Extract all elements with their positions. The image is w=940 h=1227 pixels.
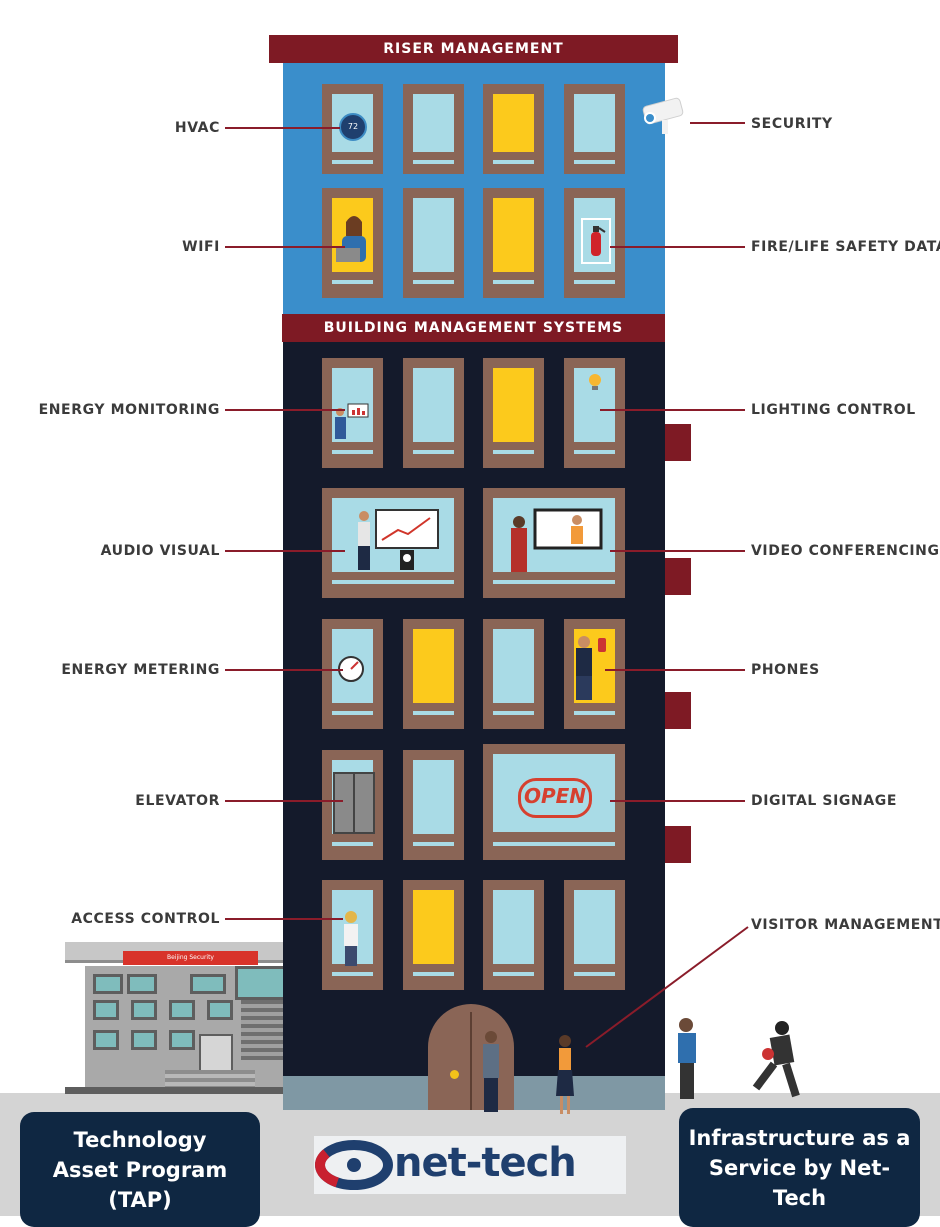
energy-monitor-icon	[332, 402, 372, 442]
window	[483, 188, 544, 298]
window	[564, 84, 625, 174]
label-audio-visual: AUDIO VISUAL	[100, 543, 220, 559]
label-fire-life-safety: FIRE/LIFE SAFETY DATA	[751, 239, 940, 255]
person-thief	[744, 1018, 808, 1102]
label-security: SECURITY	[751, 116, 833, 132]
person-security-guard	[668, 1016, 708, 1102]
visitor-leader-line	[585, 926, 749, 1048]
net-tech-swoosh-icon	[315, 1140, 393, 1190]
small-building-sign-text: Beijing Security	[167, 954, 214, 961]
wall-nub	[665, 558, 691, 595]
person-phone-icon	[572, 632, 612, 704]
riser-management-banner: RISER MANAGEMENT	[269, 35, 678, 63]
open-sign-text: OPEN	[523, 784, 587, 808]
window	[403, 358, 464, 468]
wall-nub	[665, 692, 691, 729]
window	[403, 188, 464, 298]
bms-title: BUILDING MANAGEMENT SYSTEMS	[323, 320, 624, 336]
iaas-box-text: Infrastructure as a Service by Net-Tech	[688, 1125, 911, 1210]
person-doorman	[478, 1030, 504, 1114]
window	[564, 880, 625, 990]
net-tech-logo-text: net-tech	[394, 1140, 577, 1186]
small-building: Beijing Security	[65, 942, 301, 1094]
presentation-chart-icon	[350, 506, 442, 572]
label-lighting-control: LIGHTING CONTROL	[751, 402, 916, 418]
leader-line	[610, 246, 745, 248]
label-phones: PHONES	[751, 662, 820, 678]
label-wifi: WIFI	[182, 239, 220, 255]
leader-line	[225, 918, 343, 920]
security-camera-icon	[640, 92, 690, 138]
tap-box: Technology Asset Program (TAP)	[20, 1112, 260, 1227]
thermostat-icon: 72	[339, 113, 367, 141]
bms-banner: BUILDING MANAGEMENT SYSTEMS	[282, 314, 665, 342]
window	[483, 619, 544, 729]
net-tech-logo: net-tech	[314, 1136, 626, 1194]
label-energy-metering: ENERGY METERING	[61, 662, 220, 678]
window-wide	[483, 744, 625, 860]
elevator-doors-icon	[333, 772, 375, 834]
person-visitor	[552, 1034, 578, 1116]
leader-line	[225, 669, 343, 671]
leader-line	[225, 409, 345, 411]
fire-extinguisher-icon	[581, 218, 611, 264]
window	[403, 84, 464, 174]
window	[403, 750, 464, 860]
gauge-icon	[336, 654, 366, 682]
thermostat-reading: 72	[347, 122, 359, 131]
leader-line	[225, 127, 340, 129]
person-laptop-icon	[334, 210, 370, 270]
leader-line	[225, 800, 343, 802]
leader-line	[225, 550, 345, 552]
window	[403, 619, 464, 729]
riser-management-title: RISER MANAGEMENT	[383, 41, 564, 57]
wall-nub	[665, 826, 691, 863]
label-digital-signage: DIGITAL SIGNAGE	[751, 793, 898, 809]
lightbulb-icon	[585, 370, 605, 394]
label-video-conferencing: VIDEO CONFERENCING	[751, 543, 940, 559]
label-access-control: ACCESS CONTROL	[71, 911, 220, 927]
label-hvac: HVAC	[174, 120, 220, 136]
window	[403, 880, 464, 990]
leader-line	[600, 409, 745, 411]
tap-box-text: Technology Asset Program (TAP)	[52, 1127, 228, 1212]
label-visitor-management: VISITOR MANAGEMENT	[751, 917, 940, 933]
entrance-door	[428, 1004, 514, 1110]
window	[483, 84, 544, 174]
window	[483, 358, 544, 468]
person-badge-icon	[340, 910, 362, 966]
leader-line	[605, 669, 745, 671]
label-elevator: ELEVATOR	[135, 793, 220, 809]
wall-nub	[665, 424, 691, 461]
iaas-box: Infrastructure as a Service by Net-Tech	[679, 1108, 920, 1227]
leader-line	[225, 246, 345, 248]
video-conference-icon	[505, 506, 605, 572]
open-sign: OPEN	[518, 778, 592, 818]
leader-line	[690, 122, 745, 124]
door-handle-icon	[450, 1070, 459, 1079]
small-building-sign: Beijing Security	[123, 951, 258, 965]
label-energy-monitoring: ENERGY MONITORING	[38, 402, 220, 418]
leader-line	[610, 800, 745, 802]
leader-line	[610, 550, 745, 552]
window	[483, 880, 544, 990]
